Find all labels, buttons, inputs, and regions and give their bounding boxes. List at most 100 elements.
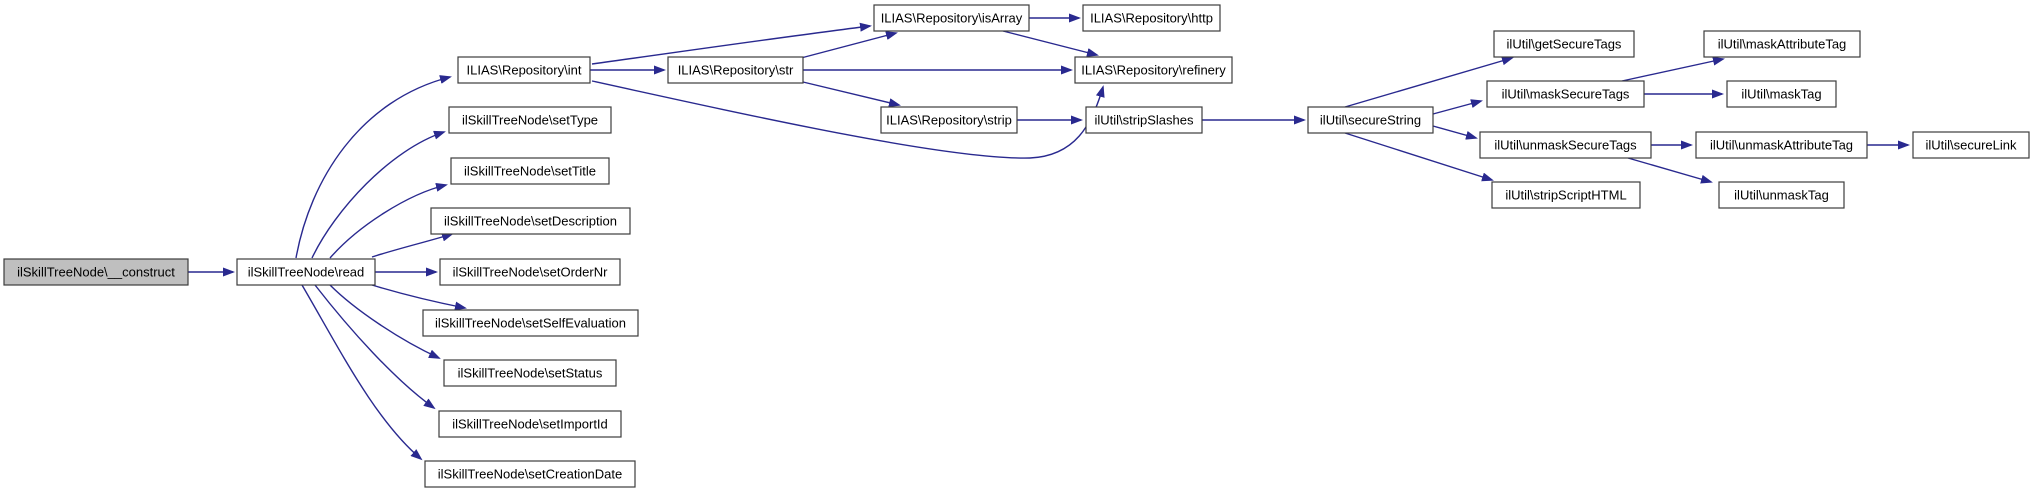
node-label: ilUtil\unmaskSecureTags	[1494, 138, 1637, 153]
edge-read-setImportId	[314, 284, 436, 410]
node-secureLink[interactable]: ilUtil\secureLink	[1912, 131, 2030, 159]
node-label: ilUtil\maskAttributeTag	[1718, 37, 1847, 52]
node-box[interactable]	[438, 410, 622, 438]
node-box[interactable]	[1726, 80, 1837, 108]
node-box[interactable]	[1491, 181, 1641, 209]
node-unmaskAttributeTag[interactable]: ilUtil\unmaskAttributeTag	[1695, 131, 1868, 159]
node-setOrderNr[interactable]: ilSkillTreeNode\setOrderNr	[439, 258, 621, 286]
edge-secureString-stripScriptHTML	[1344, 132, 1494, 182]
node-http[interactable]: ILIAS\Repository\http	[1082, 4, 1221, 32]
node-setSelfEvaluation[interactable]: ilSkillTreeNode\setSelfEvaluation	[422, 309, 639, 337]
node-box[interactable]	[424, 460, 636, 488]
node-label: ilUtil\unmaskTag	[1734, 188, 1829, 203]
edges-layer	[188, 13, 1910, 461]
node-maskAttributeTag[interactable]: ilUtil\maskAttributeTag	[1703, 30, 1861, 58]
node-label: ilSkillTreeNode\setSelfEvaluation	[435, 316, 626, 331]
node-box[interactable]	[443, 359, 617, 387]
node-box[interactable]	[873, 4, 1030, 32]
node-label: ILIAS\Repository\int	[467, 63, 582, 78]
node-label: ilSkillTreeNode\setType	[462, 113, 598, 128]
node-str[interactable]: ILIAS\Repository\str	[667, 56, 804, 84]
node-box[interactable]	[439, 258, 621, 286]
edge-maskSecureTags-maskAttributeTag	[1621, 56, 1725, 82]
edge-read-int	[295, 75, 452, 259]
node-box[interactable]	[430, 207, 631, 235]
edge-str-strip	[802, 81, 901, 108]
node-label: ilSkillTreeNode\setStatus	[458, 366, 603, 381]
node-box[interactable]	[667, 56, 804, 84]
node-strip[interactable]: ILIAS\Repository\strip	[880, 106, 1018, 134]
edge-isArray-refinery	[1002, 30, 1099, 57]
edge-read-setType	[311, 130, 446, 259]
node-setType[interactable]: ilSkillTreeNode\setType	[448, 106, 612, 134]
node-label: ilUtil\stripSlashes	[1095, 113, 1194, 128]
node-label: ilSkillTreeNode\setCreationDate	[438, 467, 623, 482]
node-box[interactable]	[1912, 131, 2030, 159]
node-label: ilSkillTreeNode\setImportId	[452, 417, 608, 432]
node-box[interactable]	[1695, 131, 1868, 159]
edge-read-setDescription	[371, 232, 454, 258]
node-label: ILIAS\Repository\str	[678, 63, 794, 78]
node-label: ilUtil\unmaskAttributeTag	[1710, 138, 1853, 153]
node-getSecureTags[interactable]: ilUtil\getSecureTags	[1493, 30, 1635, 58]
edge-read-setCreationDate	[301, 284, 423, 461]
node-box[interactable]	[1718, 181, 1845, 209]
node-box[interactable]	[1074, 56, 1233, 84]
node-unmaskTag[interactable]: ilUtil\unmaskTag	[1718, 181, 1845, 209]
edge-read-setSelfEvaluation	[371, 284, 467, 311]
node-secureString[interactable]: ilUtil\secureString	[1307, 106, 1434, 134]
node-isArray[interactable]: ILIAS\Repository\isArray	[873, 4, 1030, 32]
node-label: ilSkillTreeNode\setOrderNr	[453, 265, 609, 280]
edge-secureString-getSecureTags	[1344, 56, 1514, 108]
node-box[interactable]	[422, 309, 639, 337]
node-box[interactable]	[1479, 131, 1652, 159]
node-box[interactable]	[450, 157, 610, 185]
node-setTitle[interactable]: ilSkillTreeNode\setTitle	[450, 157, 610, 185]
node-box[interactable]	[3, 258, 189, 286]
node-label: ILIAS\Repository\isArray	[881, 11, 1023, 26]
node-box[interactable]	[1082, 4, 1221, 32]
edge-secureString-maskSecureTags	[1432, 99, 1483, 115]
node-label: ilUtil\maskTag	[1741, 87, 1821, 102]
node-setDescription[interactable]: ilSkillTreeNode\setDescription	[430, 207, 631, 235]
node-setCreationDate[interactable]: ilSkillTreeNode\setCreationDate	[424, 460, 636, 488]
node-stripScriptHTML[interactable]: ilUtil\stripScriptHTML	[1491, 181, 1641, 209]
node-label: ilUtil\getSecureTags	[1507, 37, 1622, 52]
edge-unmaskSecureTags-unmaskTag	[1627, 157, 1713, 184]
node-setStatus[interactable]: ilSkillTreeNode\setStatus	[443, 359, 617, 387]
node-label: ilSkillTreeNode\read	[248, 265, 365, 280]
node-maskSecureTags[interactable]: ilUtil\maskSecureTags	[1486, 80, 1645, 108]
node-stripSlashes[interactable]: ilUtil\stripSlashes	[1085, 106, 1203, 134]
node-label: ilSkillTreeNode\__construct	[17, 265, 175, 280]
nodes-layer: ilSkillTreeNode\__construct ilSkillTreeNo…	[3, 4, 2030, 488]
node-label: ILIAS\Repository\http	[1090, 11, 1213, 26]
node-label: ILIAS\Repository\refinery	[1081, 63, 1226, 78]
node-setImportId[interactable]: ilSkillTreeNode\setImportId	[438, 410, 622, 438]
edge-read-setStatus	[329, 284, 441, 359]
node-label: ilUtil\secureString	[1320, 113, 1421, 128]
node-label: ilSkillTreeNode\setTitle	[464, 164, 596, 179]
node-box[interactable]	[1486, 80, 1645, 108]
node-int[interactable]: ILIAS\Repository\int	[457, 56, 591, 84]
node-label: ilUtil\stripScriptHTML	[1505, 188, 1626, 203]
edge-int-isArray	[591, 22, 872, 65]
node-unmaskSecureTags[interactable]: ilUtil\unmaskSecureTags	[1479, 131, 1652, 159]
node-box[interactable]	[1085, 106, 1203, 134]
node-box[interactable]	[236, 258, 376, 286]
edge-int-refinery	[591, 80, 1105, 159]
node-box[interactable]	[457, 56, 591, 84]
node-refinery[interactable]: ILIAS\Repository\refinery	[1074, 56, 1233, 84]
node-box[interactable]	[1307, 106, 1434, 134]
node-maskTag[interactable]: ilUtil\maskTag	[1726, 80, 1837, 108]
edge-read-setTitle	[329, 182, 448, 259]
node-box[interactable]	[1703, 30, 1861, 58]
node-box[interactable]	[880, 106, 1018, 134]
node-box[interactable]	[1493, 30, 1635, 58]
node-label: ILIAS\Repository\strip	[886, 113, 1012, 128]
node-read[interactable]: ilSkillTreeNode\read	[236, 258, 376, 286]
node-construct[interactable]: ilSkillTreeNode\__construct	[3, 258, 189, 286]
node-box[interactable]	[448, 106, 612, 134]
node-label: ilSkillTreeNode\setDescription	[444, 214, 617, 229]
